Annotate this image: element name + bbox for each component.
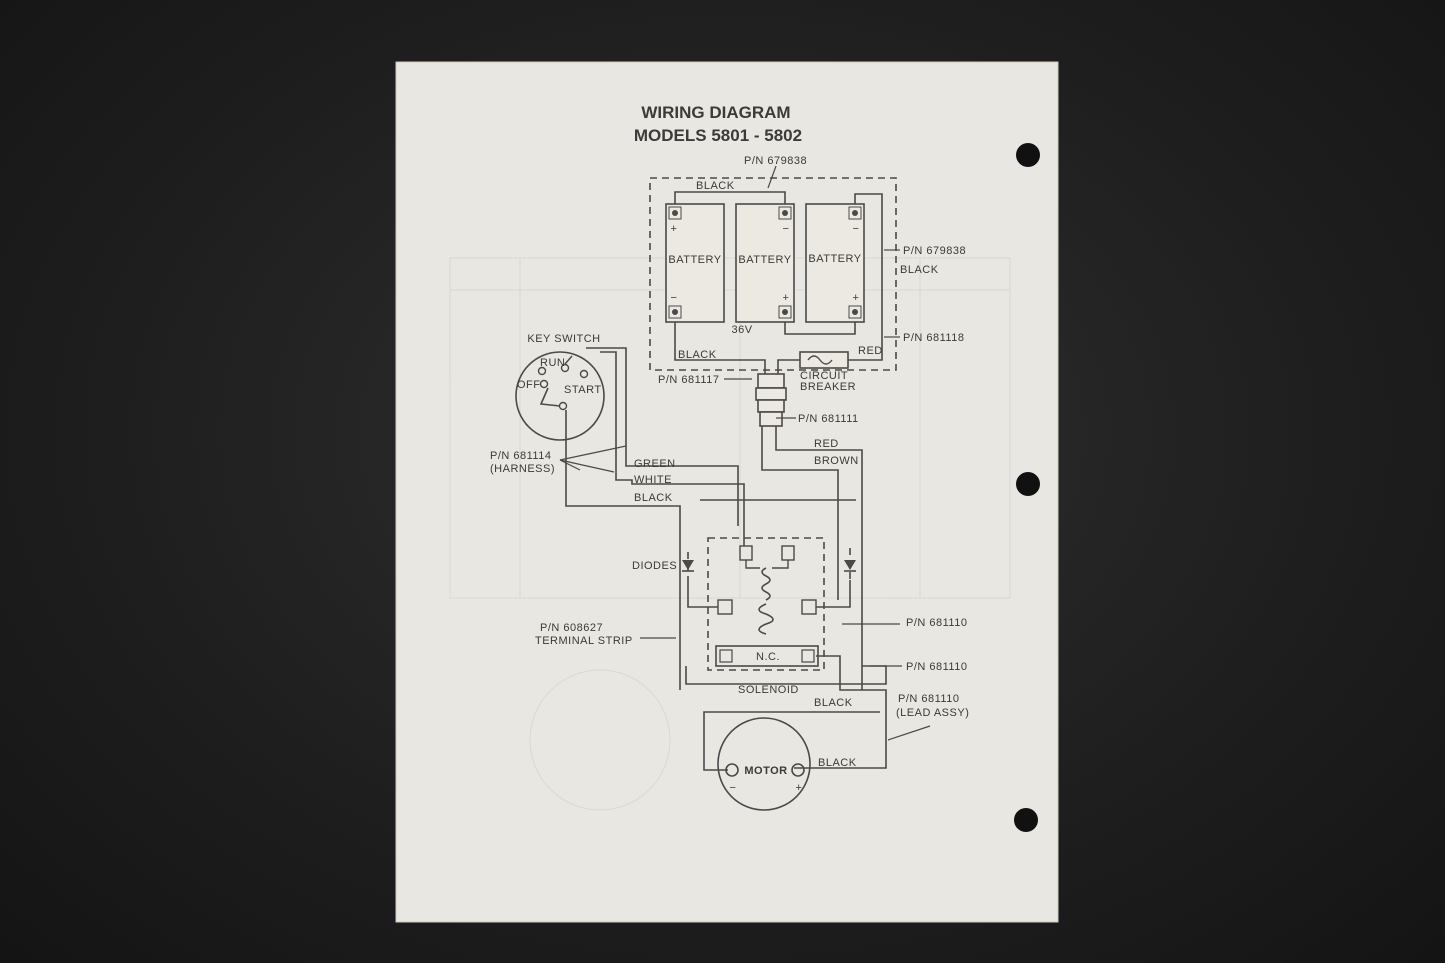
pn-681110-a: P/N 681110: [906, 617, 967, 629]
circuit-breaker: [799, 351, 849, 369]
connector-plug: [755, 373, 787, 427]
motor-terminal-positive: [791, 763, 805, 777]
battery-2-plus: +: [783, 292, 790, 304]
pn-681110-b: P/N 681110: [906, 661, 967, 673]
wire-diodes: [687, 580, 851, 608]
fuse-symbol-icon: [807, 355, 833, 365]
wire-breaker-to-connector: [777, 359, 800, 378]
battery-2: BATTERY − +: [735, 203, 795, 323]
black-motor-label: BLACK: [818, 757, 857, 769]
battery-2-label: BATTERY: [738, 254, 791, 266]
wire-battery-top-link: [674, 191, 786, 204]
wire-battery-bottom-link: [784, 322, 856, 335]
key-switch-label: KEY SWITCH: [527, 333, 600, 345]
motor-terminal-negative: [725, 763, 739, 777]
battery-1: BATTERY + −: [665, 203, 725, 323]
solenoid-label: SOLENOID: [738, 684, 799, 696]
paper-page: [396, 62, 1058, 922]
binder-hole-bottom: [1014, 808, 1038, 832]
wire-motor-negative: [703, 711, 880, 771]
diagram-title: WIRING DIAGRAM: [641, 103, 790, 122]
terminal-strip-label: TERMINAL STRIP: [535, 635, 633, 647]
pn-681110-c: P/N 681110: [898, 693, 959, 705]
diodes-label: DIODES: [632, 560, 677, 572]
key-off-label: OFF: [517, 379, 541, 391]
bleed-through-ghost: [449, 257, 1011, 811]
white-label: WHITE: [634, 474, 672, 486]
black-mid-label: BLACK: [678, 349, 717, 361]
brown-label: BROWN: [814, 455, 859, 467]
wire-white: [600, 351, 745, 546]
wire-red: [761, 426, 839, 600]
breaker-label: BREAKER: [800, 381, 856, 393]
battery-1-label: BATTERY: [668, 254, 721, 266]
wire-battery-negative: [674, 322, 766, 378]
binder-hole-middle: [1016, 472, 1040, 496]
pn-681117: P/N 681117: [658, 374, 719, 386]
diagram-subtitle: MODELS 5801 - 5802: [634, 126, 802, 145]
solenoid-spring-icon: [758, 603, 774, 635]
key-start-label: START: [564, 384, 602, 396]
battery-3-label: BATTERY: [808, 253, 861, 265]
pn-681114: P/N 681114: [490, 450, 551, 462]
battery-1-minus: −: [671, 292, 678, 304]
wire-battery-positive: [848, 193, 883, 361]
motor-plus: +: [796, 782, 803, 794]
wire-brown: [775, 426, 863, 690]
black-harness-label: BLACK: [634, 492, 673, 504]
voltage-label: 36V: [731, 324, 752, 336]
black-lead-label: BLACK: [814, 697, 853, 709]
red-top-label: RED: [858, 345, 883, 357]
battery-enclosure: [649, 177, 897, 371]
binder-hole-top: [1016, 143, 1040, 167]
key-switch: [515, 351, 605, 441]
lead-assy-label: (LEAD ASSY): [896, 707, 969, 719]
motor-label: MOTOR: [744, 765, 787, 777]
battery-1-plus: +: [671, 223, 678, 235]
pn-681118: P/N 681118: [903, 332, 964, 344]
solenoid-enclosure: [707, 537, 825, 671]
wire-black-harness: [565, 410, 681, 690]
green-label: GREEN: [634, 458, 676, 470]
battery-3-plus: +: [853, 292, 860, 304]
diode-right-icon: [844, 548, 856, 580]
red-mid-label: RED: [814, 438, 839, 450]
leader-lines: [559, 165, 931, 741]
motor-minus: −: [730, 782, 737, 794]
pn-608627: P/N 608627: [540, 622, 603, 634]
circuit-label: CIRCUIT: [800, 370, 848, 382]
pn-679838-top: P/N 679838: [744, 155, 807, 167]
pn-679838-right: P/N 679838: [903, 245, 966, 257]
harness-label: (HARNESS): [490, 463, 555, 475]
black-right-label: BLACK: [900, 264, 939, 276]
black-top-label: BLACK: [696, 180, 735, 192]
battery-3-minus: −: [853, 223, 860, 235]
key-run-label: RUN: [540, 357, 565, 369]
nc-label: N.C.: [756, 651, 780, 663]
motor: [717, 717, 811, 811]
pn-681111: P/N 681111: [798, 413, 859, 425]
solenoid-coil-icon: [761, 567, 771, 601]
diode-left-icon: [682, 552, 694, 580]
wire-green: [586, 347, 739, 526]
wire-motor-positive: [794, 655, 887, 769]
battery-3: BATTERY − +: [805, 203, 865, 323]
battery-2-minus: −: [783, 223, 790, 235]
